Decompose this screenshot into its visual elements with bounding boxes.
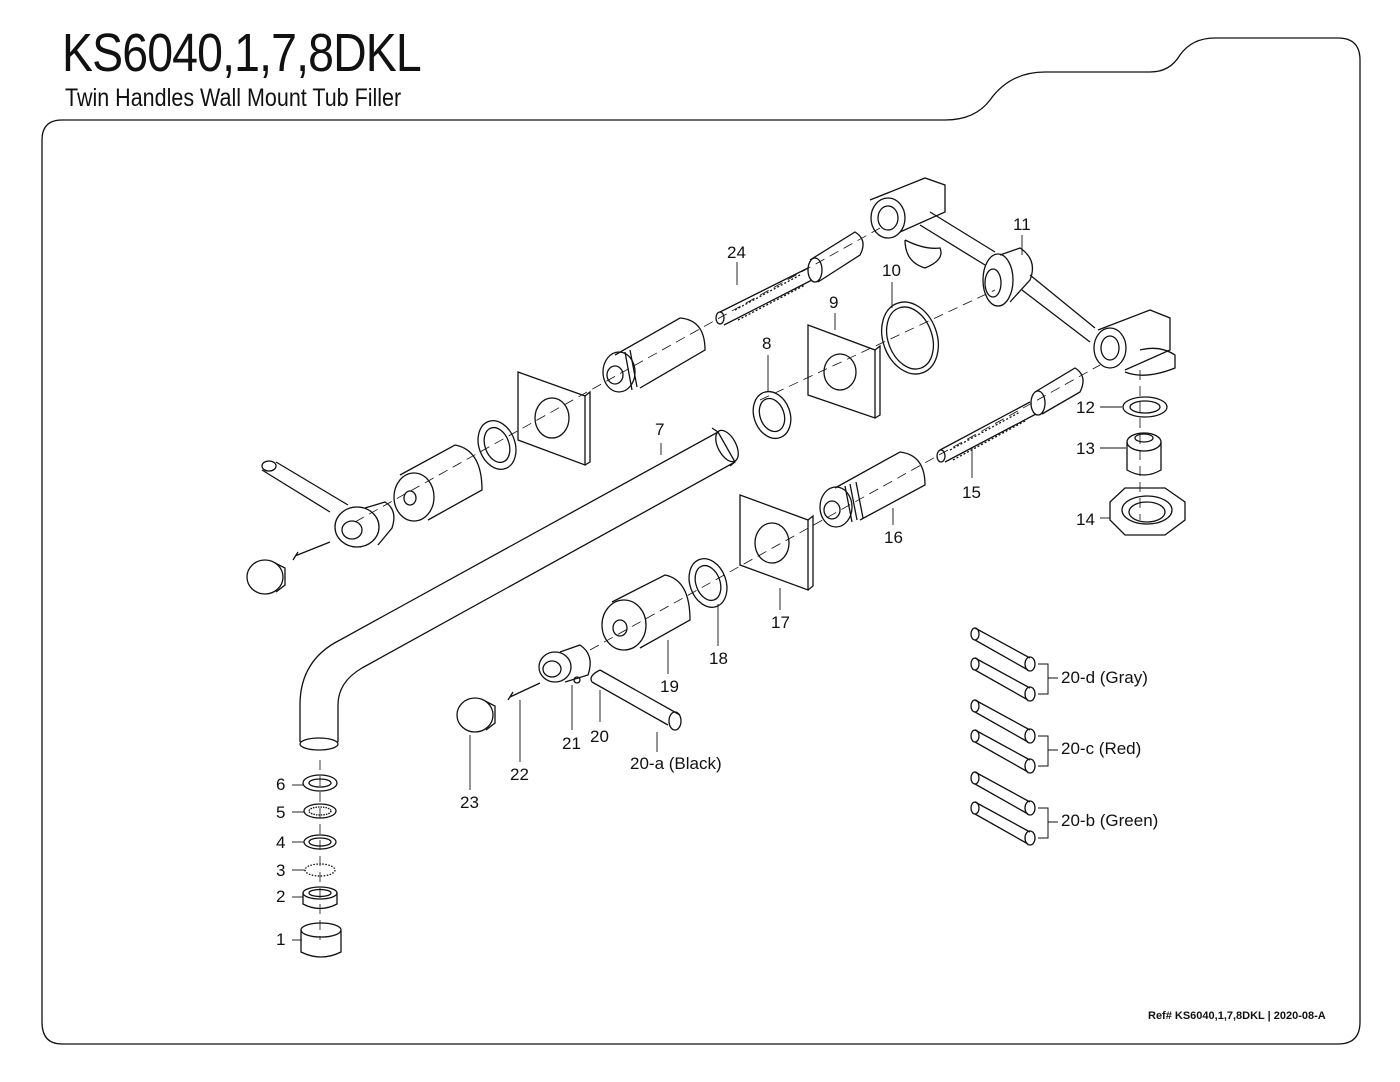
assembly-axis-lines bbox=[319, 227, 1141, 940]
part-22-set-screw bbox=[507, 682, 541, 701]
callout-1: 1 bbox=[276, 930, 286, 949]
callout-7: 7 bbox=[655, 420, 665, 439]
part-left-handle-lever bbox=[261, 460, 395, 548]
callout-20: 20 bbox=[590, 727, 609, 746]
part-12-washer bbox=[1122, 396, 1168, 418]
part-17-flange bbox=[739, 494, 814, 591]
leader-lines bbox=[292, 235, 1126, 941]
lever-insert-set-red bbox=[970, 699, 1036, 774]
callout-24: 24 bbox=[727, 243, 746, 262]
callout-11: 11 bbox=[1013, 215, 1031, 234]
callout-20d-gray: 20-d (Gray) bbox=[1061, 668, 1148, 687]
part-2-aerator-insert bbox=[302, 886, 338, 910]
callout-21: 21 bbox=[562, 734, 581, 753]
part-16-cartridge bbox=[819, 451, 926, 528]
callout-4: 4 bbox=[276, 833, 286, 852]
lever-insert-set-gray bbox=[970, 627, 1036, 702]
callout-16: 16 bbox=[884, 528, 903, 547]
callout-20b-green: 20-b (Green) bbox=[1061, 811, 1159, 830]
part-1-aerator-housing bbox=[300, 922, 342, 958]
lever-insert-set-green bbox=[970, 771, 1036, 846]
callout-3: 3 bbox=[276, 861, 286, 880]
part-18-o-ring bbox=[688, 558, 728, 608]
part-11-valve-body bbox=[869, 177, 1176, 376]
part-left-o-ring bbox=[477, 420, 517, 470]
part-13-adapter bbox=[1126, 432, 1162, 476]
part-left-sleeve bbox=[393, 444, 483, 522]
part-15-stem bbox=[936, 367, 1084, 463]
part-19-sleeve bbox=[601, 574, 691, 651]
part-5-mesh bbox=[303, 803, 337, 819]
part-left-handle-cap bbox=[246, 559, 286, 595]
part-23-handle-cap bbox=[456, 697, 496, 733]
callout-17: 17 bbox=[771, 613, 790, 632]
part-20-lever-insert bbox=[590, 669, 682, 731]
callout-14: 14 bbox=[1076, 510, 1095, 529]
callout-22: 22 bbox=[510, 765, 529, 784]
page-title: KS6040,1,7,8DKL bbox=[62, 23, 422, 83]
callout-18: 18 bbox=[709, 649, 728, 668]
callout-8: 8 bbox=[762, 334, 772, 353]
part-left-flange bbox=[517, 371, 591, 466]
page-subtitle: Twin Handles Wall Mount Tub Filler bbox=[65, 84, 402, 112]
part-7-spout bbox=[299, 427, 739, 751]
callout-15: 15 bbox=[962, 483, 981, 502]
part-left-cartridge-body bbox=[602, 317, 706, 393]
callout-12: 12 bbox=[1076, 398, 1095, 417]
part-left-set-screw bbox=[292, 541, 331, 561]
part-6-washer bbox=[302, 774, 338, 792]
callout-10: 10 bbox=[882, 261, 901, 280]
part-21-hub bbox=[538, 644, 591, 684]
part-8-o-ring bbox=[752, 390, 792, 440]
callout-19: 19 bbox=[660, 677, 679, 696]
callout-20c-red: 20-c (Red) bbox=[1061, 739, 1142, 758]
callout-9: 9 bbox=[829, 293, 839, 312]
color-brackets bbox=[1038, 663, 1058, 839]
callout-6: 6 bbox=[276, 775, 286, 794]
part-24-stem bbox=[715, 231, 864, 326]
callout-2: 2 bbox=[276, 887, 286, 906]
reference-code: Ref# KS6040,1,7,8DKL | 2020-08-A bbox=[1148, 1010, 1326, 1022]
callout-23: 23 bbox=[460, 793, 479, 812]
part-10-o-ring bbox=[880, 301, 940, 375]
part-14-nut bbox=[1109, 487, 1186, 536]
border-frame bbox=[41, 37, 1361, 1045]
callout-13: 13 bbox=[1076, 439, 1095, 458]
callout-20a-black: 20-a (Black) bbox=[630, 754, 722, 773]
callout-5: 5 bbox=[276, 803, 286, 822]
part-9-flange bbox=[807, 324, 881, 419]
